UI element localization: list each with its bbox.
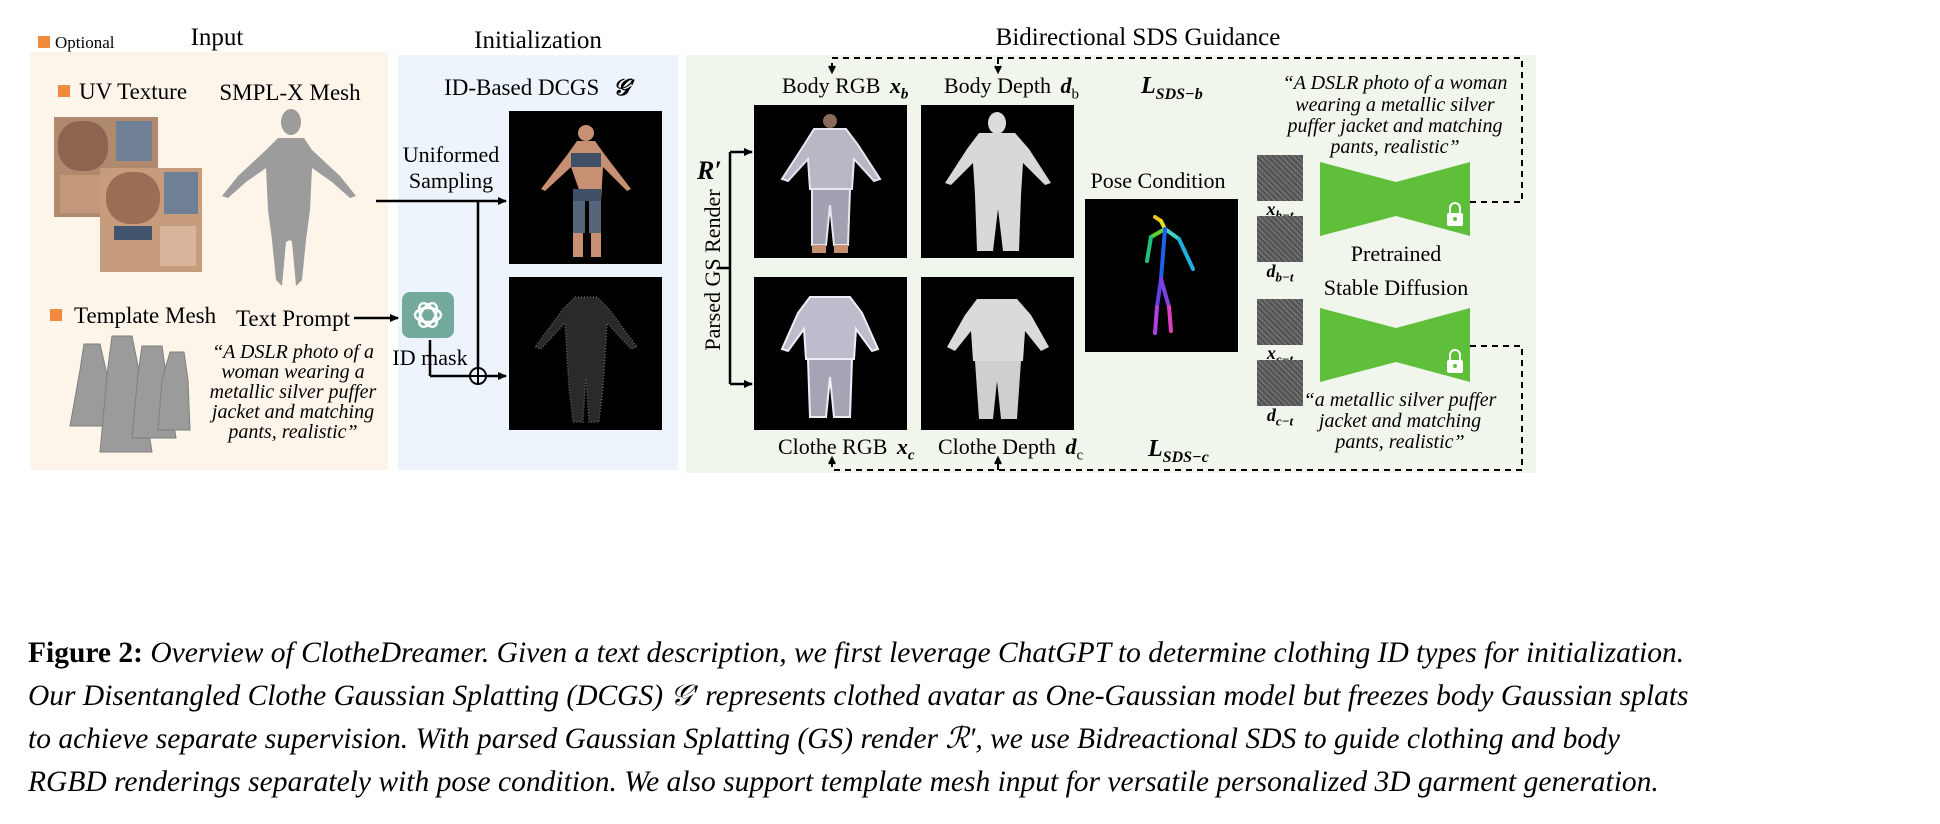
input-section-title: Input [190,24,244,51]
body-rgb-image [754,105,907,258]
uniformed-sampling-label-line2: Sampling [408,168,494,193]
dcgs-label: ID-Based DCGS 𝒢′ [444,76,636,99]
caption-line-1: Figure 2: Overview of ClotheDreamer. Giv… [28,632,1918,675]
optional-legend-swatch [38,36,50,48]
uv-texture-label: UV Texture [79,79,188,104]
clothe-rgb-image [754,277,907,430]
noisy-dc-sub: c−t [1275,413,1294,429]
pose-condition-image [1085,199,1238,352]
caption-text-4: RGBD renderings separately with pose con… [28,766,1659,798]
noisy-db-symbol: d [1266,261,1276,281]
clothe-depth-symbol: d [1065,434,1077,459]
loss-sds-c: LSDS−c [1148,437,1209,466]
body-depth-image [921,105,1074,258]
optional-legend-label: Optional [55,33,115,52]
clothe-depth-sub: c [1076,447,1084,464]
template-mesh-label: Template Mesh [74,303,217,328]
body-prompt-line-4: pants, realistic” [1330,136,1460,158]
noisy-db-sub: b−t [1275,269,1294,285]
input-prompt-line-4: jacket and matching [211,401,375,423]
template-mesh-optional-marker [50,309,62,321]
initialization-section-title: Initialization [474,27,602,54]
pose-condition-label: Pose Condition [1090,168,1226,193]
dcgs-label-text: ID-Based DCGS [444,75,600,100]
caption-text-3: to achieve separate supervision. With pa… [28,723,1620,755]
dcgs-symbol: 𝒢′ [613,75,636,100]
body-depth-sub: b [1071,86,1079,103]
pretrained-label-line1: Pretrained [1350,241,1442,266]
uniformed-sampling-label-line1: Uniformed [402,142,500,167]
caption-text-1: Overview of ClotheDreamer. Given a text … [150,637,1685,669]
loss-sds-b-symbol: L [1141,73,1156,99]
noisy-db-label: db−t [1267,262,1294,284]
body-depth-label-text: Body Depth [944,73,1051,98]
id-mask-label: ID mask [392,345,468,370]
input-prompt-line-3: metallic silver puffer [209,381,377,403]
loss-sds-b: LSDS−b [1141,74,1203,103]
chatgpt-icon [402,292,454,338]
loss-sds-c-sub: SDS−c [1162,448,1209,466]
figure-caption: Figure 2: Overview of ClotheDreamer. Giv… [28,632,1918,804]
body-rgb-symbol: x [889,73,901,98]
text-prompt-label: Text Prompt [235,306,351,331]
input-prompt-line-2: woman wearing a [221,361,365,383]
body-rgb-label-text: Body RGB [782,73,881,98]
noisy-dc-thumbnail [1257,360,1303,406]
caption-label: Figure 2: [28,637,143,669]
clothe-prompt-line-3: pants, realistic” [1335,431,1465,453]
noisy-dc-symbol: d [1266,405,1276,425]
input-prompt-line-1: “A DSLR photo of a [212,341,374,363]
body-depth-label: Body Depth db [944,75,1079,102]
clothe-rgb-label: Clothe RGB xc [778,436,915,463]
uv-texture-optional-marker [58,85,70,97]
clothe-rgb-symbol: x [896,434,908,459]
clothe-depth-label-text: Clothe Depth [938,434,1056,459]
pretrained-label-line2: Stable Diffusion [1323,275,1469,300]
noisy-db-thumbnail [1257,216,1303,262]
body-rgb-label: Body RGB xb [782,75,908,102]
loss-sds-b-sub: SDS−b [1155,85,1203,103]
caption-text-2: Our Disentangled Clothe Gaussian Splatti… [28,680,1689,712]
noisy-xb-thumbnail [1257,155,1303,201]
loss-sds-c-symbol: L [1148,436,1163,462]
render-symbol: R′ [697,156,722,185]
body-rgb-sub: b [900,86,909,103]
noisy-xb-symbol: x [1266,199,1276,219]
clothe-depth-image [921,277,1074,430]
noisy-dc-label: dc−t [1267,406,1293,428]
parsed-gs-render-label: Parsed GS Render [700,189,725,351]
noisy-xc-thumbnail [1257,299,1303,345]
clothe-rgb-label-text: Clothe RGB [778,434,888,459]
smplx-mesh-label: SMPL-X Mesh [219,80,361,105]
input-prompt-line-5: pants, realistic” [228,421,358,443]
guidance-section-title: Bidirectional SDS Guidance [995,24,1281,51]
body-depth-symbol: d [1060,73,1072,98]
uv-texture-image-front [100,168,202,272]
gaussian-points-render [509,277,662,430]
body-initialization-render [509,111,662,264]
clothe-depth-label: Clothe Depth dc [938,436,1083,463]
clothe-rgb-sub: c [907,447,915,464]
